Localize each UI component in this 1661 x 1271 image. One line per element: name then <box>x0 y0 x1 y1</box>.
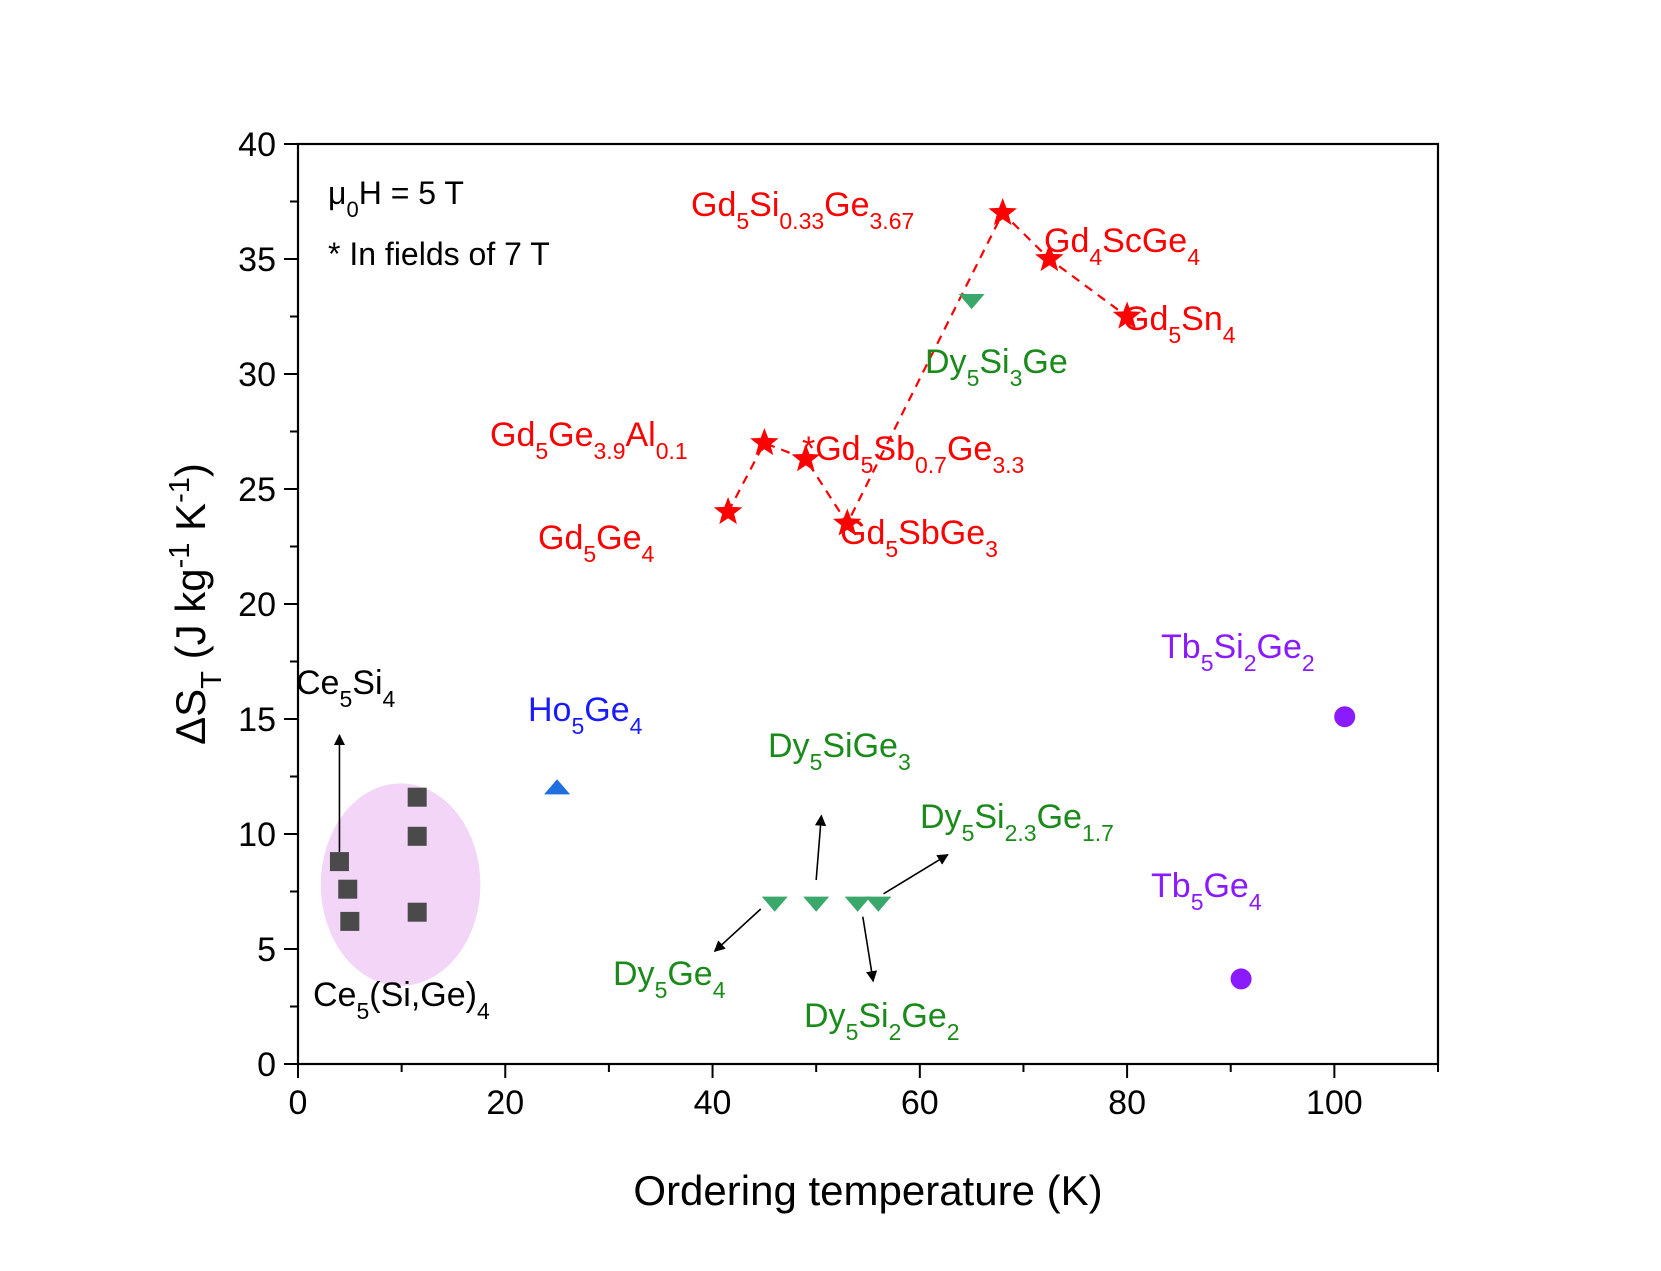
label-arrows <box>333 733 949 983</box>
gd-star-point <box>1035 244 1064 272</box>
point-labels: Gd5Ge4 Gd5Ge3.9Al0.1 *Gd5Sb0.7Ge3.3Gd5SbGe… <box>296 186 1315 1045</box>
gd-point-label: Gd5SbGe3 <box>840 514 998 562</box>
data-points <box>329 198 1356 990</box>
dy-point-label: Dy5Si2.3Ge1.7 <box>920 798 1114 846</box>
dy-point-label: Dy5Si2Ge2 <box>804 997 960 1045</box>
dy-triangle-point <box>761 896 788 912</box>
y-tick-label: 20 <box>238 586 276 624</box>
gd-star-point <box>833 508 862 536</box>
ho-triangle-point <box>544 779 571 795</box>
gd-point-label: *Gd5Sb0.7Ge3.3 <box>802 430 1024 478</box>
y-tick-label: 30 <box>238 356 276 394</box>
label-arrow <box>713 908 762 953</box>
x-tick-label: 100 <box>1306 1084 1363 1122</box>
y-tick-label: 0 <box>257 1046 276 1084</box>
y-tick-label: 40 <box>238 126 276 164</box>
ce-square-point <box>407 787 427 807</box>
ce-square-point <box>338 879 358 899</box>
x-tick-label: 40 <box>694 1084 732 1122</box>
x-tick-label: 0 <box>289 1084 308 1122</box>
dy-triangle-point <box>803 896 830 912</box>
dy-point-label: Dy5SiGe3 <box>768 727 911 775</box>
tb-point-label: Tb5Ge4 <box>1151 867 1262 915</box>
y-axis-title: ΔST (J kg-1 K-1) <box>164 463 228 745</box>
gd-point-label: Gd4ScGe4 <box>1044 222 1200 270</box>
y-tick-label: 5 <box>257 931 276 969</box>
tb-circle-point <box>1230 968 1252 990</box>
y-tick-label: 15 <box>238 701 276 739</box>
ce-point-label: Ce5Si4 <box>296 664 396 712</box>
x-axis-title: Ordering temperature (K) <box>633 1167 1102 1214</box>
y-tick-label: 35 <box>238 241 276 279</box>
label-arrow <box>883 854 949 895</box>
y-tick-label: 25 <box>238 471 276 509</box>
dy-triangle-point <box>865 896 892 912</box>
gd-star-point <box>750 428 779 456</box>
gd-star-point <box>988 198 1017 226</box>
annotations: μ0H = 5 T * In fields of 7 T <box>328 175 550 272</box>
tb-point-label: Tb5Si2Ge2 <box>1161 628 1315 676</box>
x-tick-label: 60 <box>901 1084 939 1122</box>
field-note-annotation: * In fields of 7 T <box>328 236 550 272</box>
gd-star-point <box>1112 301 1142 329</box>
tb-circle-point <box>1334 706 1356 728</box>
ce-square-point <box>329 852 349 872</box>
gd-point-label: Gd5Ge3.9Al0.1 <box>490 416 688 464</box>
ce-square-point <box>340 911 360 931</box>
ho-point-label: Ho5Ge4 <box>528 691 643 739</box>
gd-point-label: Gd5Sn4 <box>1123 300 1236 348</box>
x-tick-label: 20 <box>486 1084 524 1122</box>
axes: 0 20 40 60 80 100 0 5 10 15 20 25 30 35 40 <box>238 126 1440 1122</box>
gd-star-point <box>713 497 743 525</box>
ce-square-point <box>407 902 427 922</box>
dy-point-label: Dy5Si3Ge <box>925 343 1068 391</box>
gd-star-point <box>791 444 821 472</box>
ce-si-ge-group-ellipse <box>320 783 481 986</box>
label-arrow <box>862 916 878 983</box>
dy-triangle-point <box>844 896 871 912</box>
field-annotation: μ0H = 5 T <box>328 175 464 222</box>
dy-triangle-point <box>958 293 985 310</box>
gd-point-label: Gd5Ge4 <box>538 519 655 567</box>
gd-point-label: Gd5Si0.33Ge3.67 <box>691 186 914 234</box>
ce-group-label: Ce5(Si,Ge)4 <box>313 976 490 1024</box>
dy-point-label: Dy5Ge4 <box>613 955 726 1003</box>
y-tick-label: 10 <box>238 816 276 854</box>
x-tick-label: 80 <box>1108 1084 1146 1122</box>
ce-square-point <box>407 826 427 846</box>
label-arrow <box>814 814 827 881</box>
